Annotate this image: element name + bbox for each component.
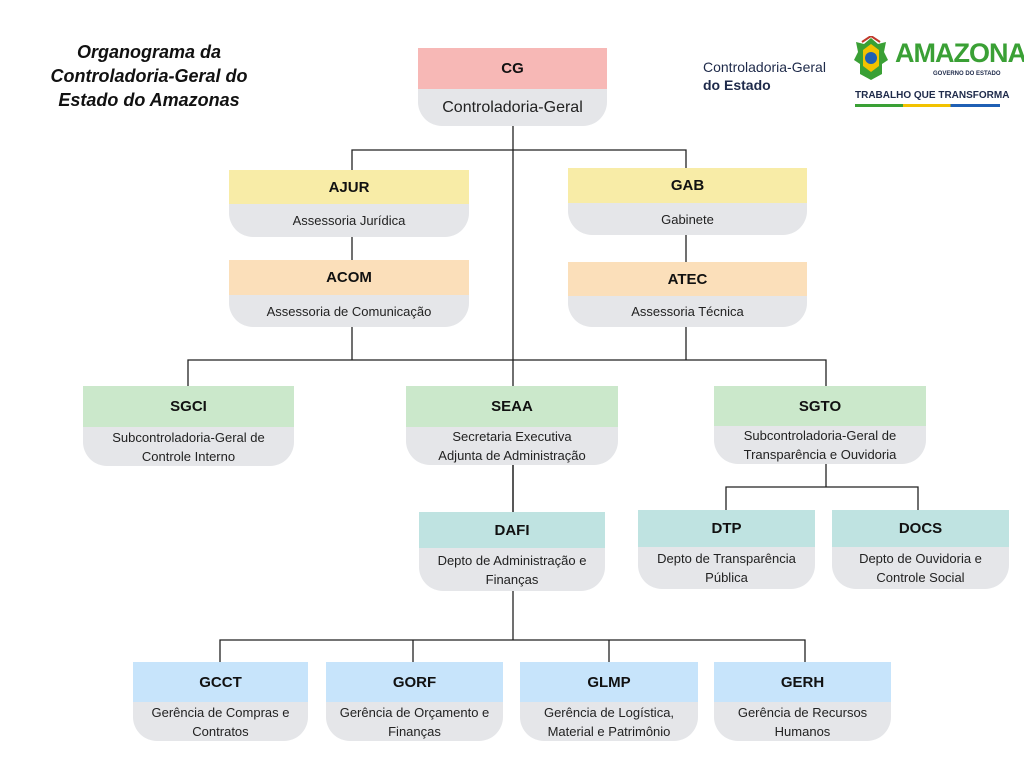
- connector-subcontroladorias: [187, 359, 827, 386]
- node-label: Gerência de Compras e Contratos: [151, 704, 290, 739]
- node-label: Subcontroladoria-Geral de Transparência …: [743, 428, 897, 462]
- node-dtp: DTP Depto de Transparência Pública: [638, 510, 815, 589]
- node-gorf: GORF Gerência de Orçamento e Finanças: [326, 662, 503, 741]
- node-code: ACOM: [229, 260, 469, 295]
- node-label: Gerência de Recursos Humanos: [737, 704, 868, 739]
- node-label: Assessoria Técnica: [631, 304, 744, 319]
- node-label: Subcontroladoria-Geral de Controle Inter…: [112, 429, 265, 464]
- node-label: Depto de Administração e Finanças: [437, 552, 587, 587]
- node-code: GCCT: [133, 662, 308, 702]
- amazonas-color-bar: [855, 104, 1000, 107]
- node-code: AJUR: [229, 170, 469, 204]
- cge-logo-line1: Controladoria-Geral: [703, 59, 826, 75]
- node-code: DTP: [638, 510, 815, 547]
- node-sgto: SGTO Subcontroladoria-Geral de Transparê…: [714, 386, 926, 464]
- node-sgci: SGCI Subcontroladoria-Geral de Controle …: [83, 386, 294, 466]
- node-code: SGTO: [714, 386, 926, 426]
- node-code: GLMP: [520, 662, 698, 702]
- node-label: Gerência de Orçamento e Finanças: [339, 704, 490, 739]
- node-ajur: AJUR Assessoria Jurídica: [229, 170, 469, 237]
- node-code: DAFI: [419, 512, 605, 548]
- node-gab: GAB Gabinete: [568, 168, 807, 235]
- amazonas-coat-of-arms-icon: [854, 36, 888, 80]
- amazonas-subtitle: GOVERNO DO ESTADO: [933, 71, 1001, 77]
- node-label: Controladoria-Geral: [442, 99, 583, 116]
- node-code: GORF: [326, 662, 503, 702]
- node-code: GERH: [714, 662, 891, 702]
- node-code: GAB: [568, 168, 807, 203]
- node-label: Gerência de Logística, Material e Patrim…: [543, 704, 675, 739]
- connector-sgto-deptos: [725, 486, 919, 510]
- page-title: Organograma da Controladoria-Geral do Es…: [50, 42, 248, 110]
- cge-logo-line2: do Estado: [703, 77, 771, 93]
- node-label: Assessoria Jurídica: [292, 213, 406, 228]
- node-cg: CG Controladoria-Geral: [418, 48, 607, 126]
- node-code: SGCI: [83, 386, 294, 427]
- node-label: Depto de Ouvidoria e Controle Social: [859, 551, 982, 585]
- node-dafi: DAFI Depto de Administração e Finanças: [419, 512, 605, 591]
- connector-gerencias: [219, 639, 806, 662]
- node-code: ATEC: [568, 262, 807, 296]
- node-gcct: GCCT Gerência de Compras e Contratos: [133, 662, 308, 741]
- node-label: Assessoria de Comunicação: [266, 303, 432, 319]
- node-label: Gabinete: [661, 211, 714, 227]
- amazonas-slogan: TRABALHO QUE TRANSFORMA: [855, 90, 1010, 101]
- node-label: Depto de Transparência Pública: [657, 551, 796, 585]
- node-atec: ATEC Assessoria Técnica: [568, 262, 807, 327]
- node-docs: DOCS Depto de Ouvidoria e Controle Socia…: [832, 510, 1009, 589]
- node-code: DOCS: [832, 510, 1009, 547]
- node-seaa: SEAA Secretaria Executiva Adjunta de Adm…: [406, 386, 618, 465]
- node-label: Secretaria Executiva Adjunta de Administ…: [438, 429, 586, 463]
- node-code: CG: [418, 48, 607, 89]
- node-acom: ACOM Assessoria de Comunicação: [229, 260, 469, 327]
- connector-cg-assessorias: [351, 149, 687, 170]
- node-code: SEAA: [406, 386, 618, 427]
- node-gerh: GERH Gerência de Recursos Humanos: [714, 662, 891, 741]
- node-glmp: GLMP Gerência de Logística, Material e P…: [520, 662, 698, 741]
- amazonas-wordmark: AMAZONAS: [895, 38, 1024, 68]
